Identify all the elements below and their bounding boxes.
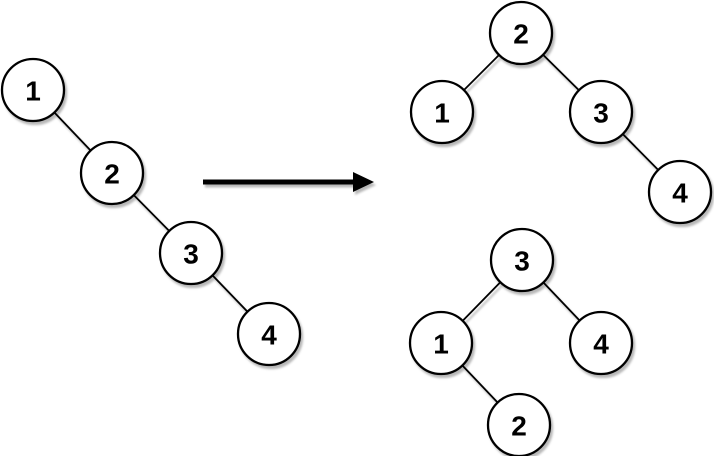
tree-node-2 [488,0,554,66]
tree-node-2 [486,392,552,456]
output-balanced-tree-1: 2 1 3 4 [409,0,713,225]
tree-node-label-1: 1 [434,98,450,129]
tree-node-3 [568,79,634,145]
output-balanced-tree-2: 3 1 4 2 [408,227,634,456]
tree-node-label-2: 2 [104,159,120,190]
tree-node-4 [568,310,634,376]
tree-node-1 [0,57,66,123]
tree-node-1 [409,79,475,145]
transform-arrow [203,172,374,192]
tree-node-3 [158,220,224,286]
tree-node-label-3: 3 [183,239,199,270]
tree-node-1 [408,310,474,376]
tree-node-label-3: 3 [593,98,609,129]
tree-node-label-4: 4 [261,320,277,351]
tree-node-label-4: 4 [593,329,609,360]
tree-node-label-1: 1 [433,329,449,360]
tree-node-label-3: 3 [514,246,530,277]
tree-node-label-2: 2 [511,411,527,442]
tree-node-4 [236,301,302,367]
tree-node-label-2: 2 [513,19,529,50]
input-right-skewed-tree: 1 2 3 4 [0,57,302,367]
tree-node-label-1: 1 [25,76,41,107]
tree-node-3 [489,227,555,293]
tree-node-label-4: 4 [672,178,688,209]
tree-node-2 [79,140,145,206]
tree-node-4 [647,159,713,225]
transform-arrow-head [353,172,374,192]
